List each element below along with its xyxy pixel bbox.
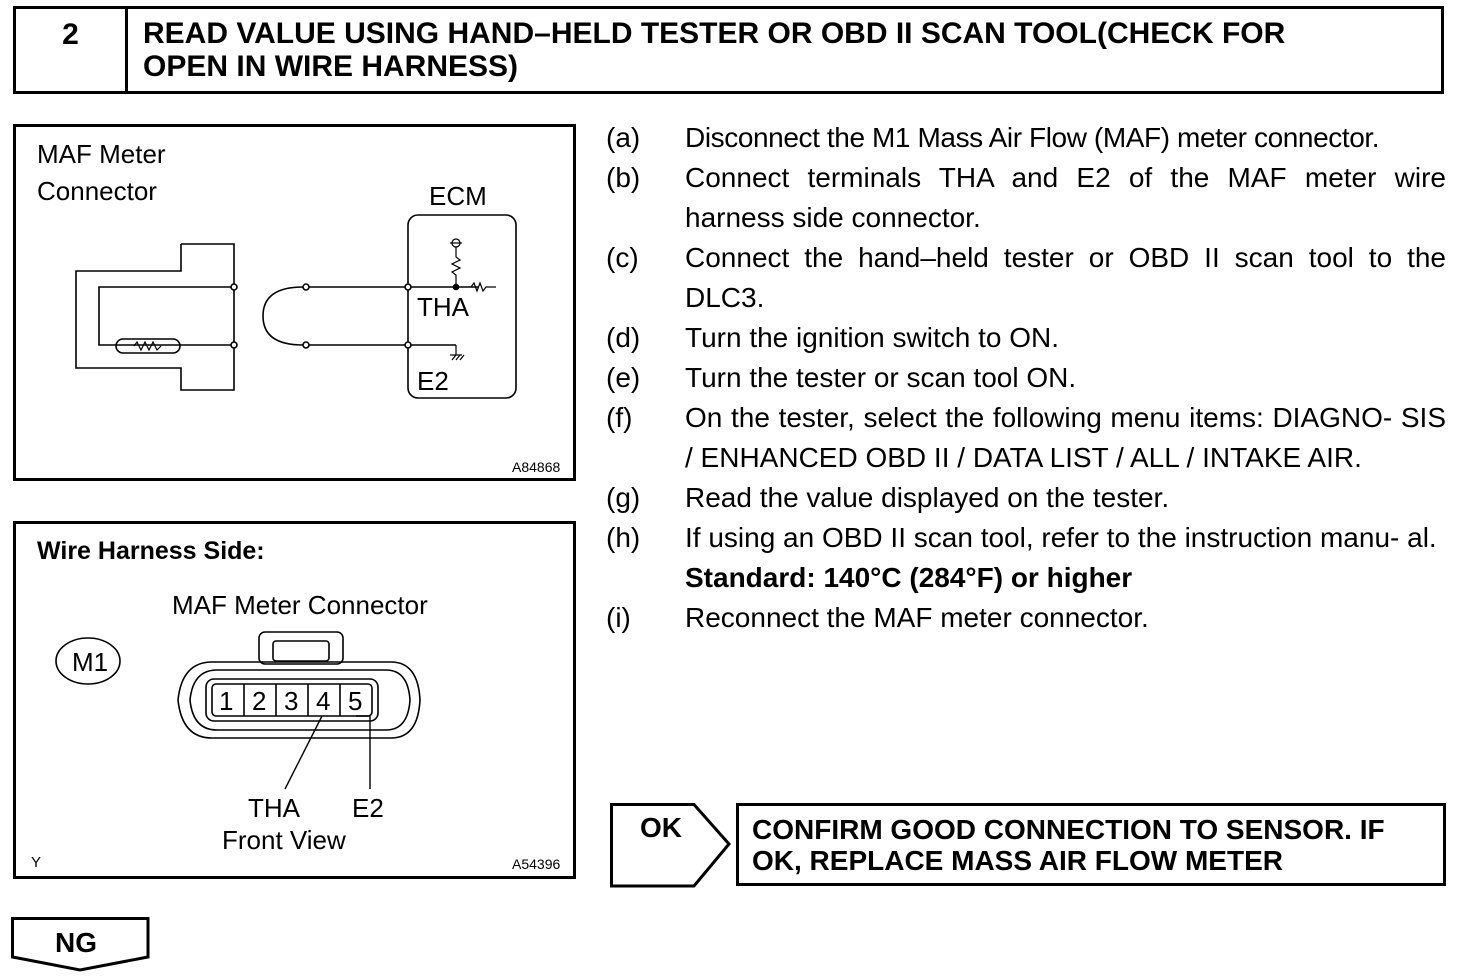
step-h: (h) If using an OBD II scan tool, refer … [606,518,1446,558]
ecm-box [407,214,517,399]
step-text: Turn the ignition switch to ON. [685,322,1060,353]
pin-label-4: 4 [316,686,331,716]
step-d: (d) Turn the ignition switch to ON. [606,318,1446,358]
harness-terminal-e2 [302,341,310,349]
step-label: (g) [606,482,641,513]
ecm-terminal-tha [404,283,412,291]
step-text: Connect terminals THA and E2 of the MAF … [685,162,1446,233]
connector-body-inner [189,669,411,731]
circuit-diagram [75,214,517,399]
pin-holder-inner [211,683,373,717]
maf-terminal-tha [230,283,238,291]
step-header: 2 READ VALUE USING HAND–HELD TESTER OR O… [13,6,1444,94]
step-text: Turn the tester or scan tool ON. [685,362,1077,393]
view-label: Front View [222,825,346,855]
step-c: (c) Connect the hand–held tester or OBD … [606,238,1446,318]
ecm-internal-resistor [470,281,496,293]
step-f: (f) On the tester, select the following … [606,398,1446,478]
connector-body-outer [177,661,421,739]
ok-result-line-1: CONFIRM GOOD CONNECTION TO SENSOR. IF [752,814,1385,845]
pin-holder-outer [205,678,379,722]
ng-label: NG [55,927,97,958]
step-b: (b) Connect terminals THA and E2 of the … [606,158,1446,238]
step-label: (b) [606,162,641,193]
step-label: (f) [606,402,633,433]
connector-title: MAF Meter Connector [172,590,428,620]
step-text: Connect the hand–held tester or OBD II s… [685,242,1446,313]
thermistor-zigzag [133,340,162,352]
ok-arrow-icon [610,803,731,888]
procedure-steps: (a) Disconnect the M1 Mass Air Flow (MAF… [606,118,1446,638]
pullup-resistor [450,251,462,287]
ok-result-box: CONFIRM GOOD CONNECTION TO SENSOR. IF OK… [736,803,1446,886]
pin-label-2: 2 [252,686,267,716]
tha-pin-label: THA [248,793,300,823]
circuit-diagram-figure: MAF Meter Connector ECM THA E2 A84868 [13,124,576,481]
step-label: (c) [606,242,639,273]
figure-heading: Wire Harness Side: [37,537,265,565]
figure-code: A54396 [512,856,561,872]
ground-hatch-3 [459,354,465,361]
step-title-line-2: OPEN IN WIRE HARNESS) [143,50,519,83]
e2-label: E2 [417,366,449,396]
tha-label: THA [417,292,469,322]
connector-id-oval [55,637,121,685]
step-label: (h) [606,522,641,553]
leader-line-e2 [356,715,371,789]
jumper-wire [262,286,306,346]
step-number: 2 [16,9,128,91]
step-label: (d) [606,322,641,353]
ok-result-line-2: OK, REPLACE MASS AIR FLOW METER [752,845,1283,876]
step-label: (i) [606,602,631,633]
step-text: Disconnect the M1 Mass Air Flow (MAF) me… [685,122,1380,153]
connector-view-figure: Wire Harness Side: MAF Meter Connector M… [13,521,576,879]
step-e: (e) Turn the tester or scan tool ON. [606,358,1446,398]
maf-connector-label-line-2: Connector [37,176,157,206]
step-label: (e) [606,362,641,393]
figure-code: A84868 [512,459,561,475]
step-i: (i) Reconnect the MAF meter connector. [606,598,1446,638]
step-title: READ VALUE USING HAND–HELD TESTER OR OBD… [143,17,1431,83]
pin-label-1: 1 [219,686,234,716]
step-text: On the tester, select the following menu… [685,402,1446,473]
maf-connector-label-line-1: MAF Meter [37,139,166,169]
step-text: Read the value displayed on the tester. [685,482,1170,513]
maf-internal-wiring [98,286,234,346]
ng-arrow-icon [11,917,150,972]
connector-latch [258,631,344,665]
maf-terminal-e2 [230,341,238,349]
corner-mark: Y [31,854,42,871]
ground-hatch-1 [451,354,457,361]
step-a: (a) Disconnect the M1 Mass Air Flow (MAF… [606,118,1446,158]
pin-label-5: 5 [348,686,363,716]
leader-line-tha [284,715,323,790]
ground-hatch-2 [455,354,461,361]
connector-front-view [55,631,421,790]
step-title-line-1: READ VALUE USING HAND–HELD TESTER OR OBD… [143,17,1286,50]
connector-id-label: M1 [72,647,109,677]
e2-pin-label: E2 [352,793,384,823]
step-text: Reconnect the MAF meter connector. [685,602,1149,633]
pin-label-3: 3 [284,686,299,716]
harness-terminal-tha [302,283,310,291]
connector-latch-inner [272,640,330,662]
step-label: (a) [606,122,641,153]
standard-value: Standard: 140°C (284°F) or higher [685,562,1133,593]
maf-connector-outline [75,243,235,391]
thermistor-symbol [115,338,181,354]
step-text: If using an OBD II scan tool, refer to t… [685,522,1437,553]
ok-label: OK [640,812,682,843]
step-g: (g) Read the value displayed on the test… [606,478,1446,518]
ecm-label: ECM [429,181,487,211]
ecm-terminal-e2 [404,341,412,349]
